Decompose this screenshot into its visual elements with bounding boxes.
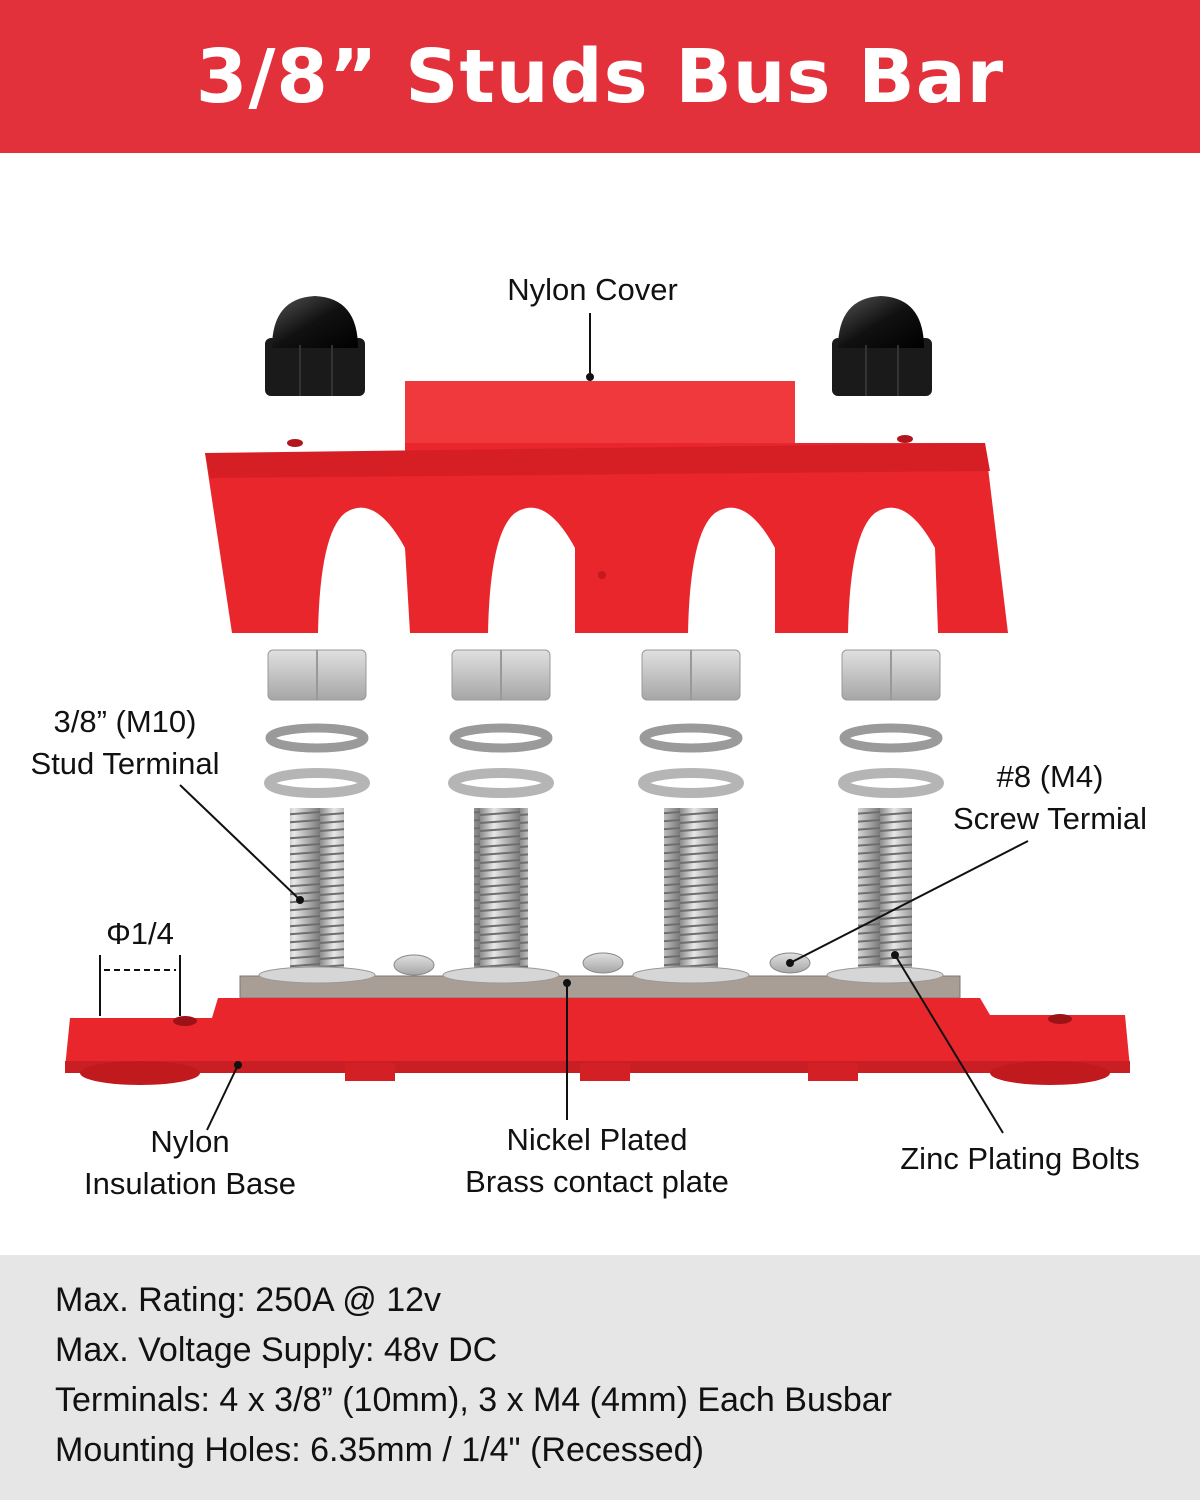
bus-bar-exploded-illustration	[65, 296, 1130, 1134]
callout-screw-terminal: #8 (M4) Screw Termial	[952, 759, 1148, 836]
callout-stud-terminal: 3/8” (M10) Stud Terminal	[30, 704, 220, 781]
spec-list: Max. Rating: 250A @ 12v Max. Voltage Sup…	[0, 1255, 1200, 1475]
nylon-insulation-base	[65, 998, 1130, 1085]
callout-zinc-bolts: Zinc Plating Bolts	[900, 1141, 1140, 1176]
stud-stack-3	[638, 649, 744, 973]
callout-contact-plate: Nickel Plated Brass contact plate	[465, 1122, 729, 1199]
cap-nut-left	[265, 296, 365, 396]
spec-panel: Max. Rating: 250A @ 12v Max. Voltage Sup…	[0, 1255, 1200, 1500]
spec-max-voltage: Max. Voltage Supply: 48v DC	[55, 1331, 498, 1369]
stud-stack-4	[838, 649, 944, 973]
leader-lines	[99, 313, 1029, 1134]
stud-stack-1	[264, 649, 370, 973]
nylon-cover	[205, 381, 1008, 633]
page-title: 3/8” Studs Bus Bar	[195, 33, 1005, 120]
callout-insulation-base: Nylon Insulation Base	[84, 1124, 296, 1201]
product-diagram: Nylon Cover 3/8” (M10) Stud Terminal #8 …	[0, 153, 1200, 1255]
callout-nylon-cover: Nylon Cover	[507, 272, 678, 307]
callout-hole-diameter: Φ1/4	[106, 916, 174, 951]
cap-nut-right	[832, 296, 932, 396]
stud-stack-2	[448, 649, 554, 973]
title-banner: 3/8” Studs Bus Bar	[0, 0, 1200, 153]
spec-terminals: Terminals: 4 x 3/8” (10mm), 3 x M4 (4mm)…	[55, 1381, 893, 1419]
spec-mounting-holes: Mounting Holes: 6.35mm / 1/4" (Recessed)	[55, 1431, 704, 1469]
spec-max-rating: Max. Rating: 250A @ 12v	[55, 1281, 442, 1319]
